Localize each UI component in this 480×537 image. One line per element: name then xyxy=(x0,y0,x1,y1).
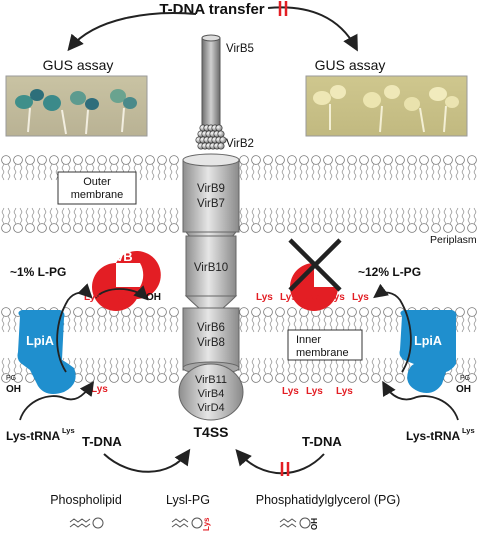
gus-assay-label-right: GUS assay xyxy=(315,57,386,73)
lys-right-bottom-1: Lys xyxy=(282,386,299,397)
gus-assay-label-left: GUS assay xyxy=(43,57,114,73)
virb11-label: VirB11 xyxy=(195,374,227,386)
inner-membrane-label: Inner membrane xyxy=(287,329,363,361)
svg-text:Lys: Lys xyxy=(304,292,321,303)
tdna-right-label: T-DNA xyxy=(302,434,342,449)
svg-text:Lys-tRNA: Lys-tRNA xyxy=(406,429,461,443)
legend-pg-icon: OH xyxy=(279,517,319,530)
svg-text:Lys-tRNA: Lys-tRNA xyxy=(6,429,61,443)
legend-pg: Phosphatidylglycerol (PG) xyxy=(256,493,401,507)
pg-right-bottom: PG xyxy=(460,375,470,382)
legend-phospholipid: Phospholipid xyxy=(50,493,122,507)
pilus-virb2 xyxy=(201,34,221,137)
trna-left-arrow xyxy=(19,381,95,421)
virb10-label: VirB10 xyxy=(194,262,228,274)
lpia-right-loop xyxy=(373,283,412,373)
trna-right-arrow xyxy=(382,380,459,421)
periplasm-label: Periplasm xyxy=(430,234,477,246)
lpia-right-label: LpiA xyxy=(414,334,442,348)
membranes xyxy=(1,155,477,383)
virb8-label: VirB8 xyxy=(197,337,225,349)
acvb-reaction-arrow xyxy=(95,285,149,301)
svg-text:Lys: Lys xyxy=(352,292,369,303)
pg-left-bottom: PG xyxy=(6,375,16,382)
svg-text:Lys: Lys xyxy=(328,292,345,303)
acvb-left-label: AcvB xyxy=(99,249,132,264)
tdna-left-arrow xyxy=(103,448,191,473)
lys-right-bottom-2: Lys xyxy=(306,386,323,397)
svg-text:Lys: Lys xyxy=(256,292,273,303)
lys-right-row: Lys Lys Lys Lys Lys xyxy=(256,292,369,303)
vird4-label: VirD4 xyxy=(197,402,224,414)
lpia-left-loop xyxy=(56,283,93,373)
lys-left-1: Lys xyxy=(84,292,101,303)
arrow-to-left-gus xyxy=(67,12,197,52)
acvb-right: AcvB xyxy=(288,238,342,311)
lys-trna-left: Lys-tRNA Lys xyxy=(6,426,75,443)
oh-right-bottom: OH xyxy=(456,384,471,395)
svg-text:Outer: Outer xyxy=(83,176,111,188)
lpia-left-label: LpiA xyxy=(26,334,54,348)
svg-text:Inner: Inner xyxy=(296,334,321,346)
virb5-label: VirB5 xyxy=(226,43,254,55)
t4ss-label: T4SS xyxy=(193,424,228,440)
svg-text:Lys: Lys xyxy=(62,426,75,435)
t4ss-complex xyxy=(178,153,244,421)
legend-lysl-pg-icon: Lys xyxy=(171,517,211,531)
svg-text:membrane: membrane xyxy=(296,347,349,359)
outer-membrane-label: Outer membrane xyxy=(57,171,137,205)
legend-phospholipid-icon xyxy=(69,517,104,529)
lpia-right: LpiA xyxy=(399,310,457,393)
lys-left-2: Lys xyxy=(110,292,127,303)
lys-trna-right: Lys-tRNA Lys xyxy=(406,426,475,443)
virb6-label: VirB6 xyxy=(197,322,225,334)
block-symbol-top xyxy=(278,1,288,16)
lys-left-bottom-1: Lys xyxy=(91,384,108,395)
gus-photo-left xyxy=(5,75,148,137)
virb2-subunits xyxy=(195,124,227,150)
legend: Phospholipid Lysl-PG Phosphatidylglycero… xyxy=(50,493,400,531)
acvb-left: AcvB xyxy=(92,249,161,311)
svg-text:OH: OH xyxy=(310,518,319,530)
svg-text:Lys: Lys xyxy=(462,426,475,435)
svg-text:Lys: Lys xyxy=(202,517,211,531)
lpia-left: LpiA xyxy=(17,310,76,394)
block-symbol-bottom xyxy=(280,462,290,476)
gus-photo-right xyxy=(305,75,468,137)
legend-lysl-pg: Lysl-PG xyxy=(166,493,210,507)
lys-right-bottom-3: Lys xyxy=(336,386,353,397)
virb2-label: VirB2 xyxy=(226,138,254,150)
title: T-DNA transfer xyxy=(159,1,264,18)
oh-left-bottom: OH xyxy=(6,384,21,395)
tdna-left-label: T-DNA xyxy=(82,434,122,449)
virb4-label: VirB4 xyxy=(198,388,225,400)
lpg-left-label: ~1% L-PG xyxy=(10,265,66,279)
svg-text:membrane: membrane xyxy=(71,189,124,201)
virb7-label: VirB7 xyxy=(197,198,225,210)
virb9-label: VirB9 xyxy=(197,183,225,195)
oh-left: OH xyxy=(146,292,161,303)
lpg-right-label: ~12% L-PG xyxy=(358,265,421,279)
svg-text:Lys: Lys xyxy=(280,292,297,303)
